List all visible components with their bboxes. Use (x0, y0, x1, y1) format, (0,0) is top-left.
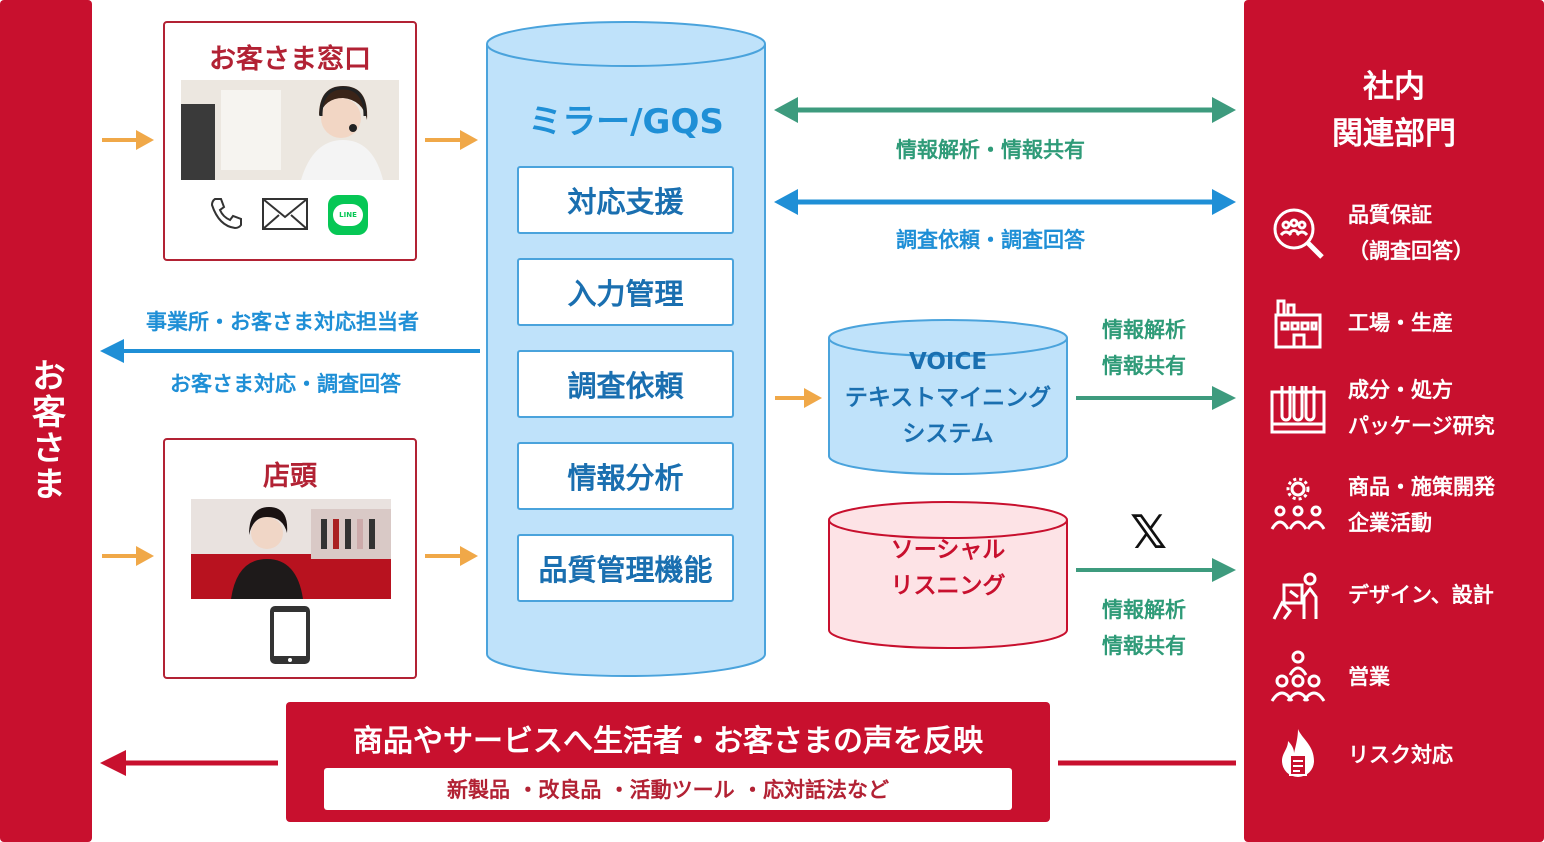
line-icon-label: LINE (333, 204, 363, 226)
function-investigation: 調査依頼 (517, 350, 734, 418)
top-arrow-label: 情報解析・情報共有 (896, 138, 1085, 162)
dept-label: リスク対応 (1348, 743, 1453, 767)
gear-people-icon (1268, 475, 1328, 535)
voice-arrow-label-1: 情報解析 (1102, 318, 1186, 342)
voice-arrow-label-2: 情報共有 (1102, 354, 1186, 378)
tablet-icon (268, 604, 312, 670)
dept-sales: 営業 (1268, 642, 1538, 712)
team-icon (1268, 647, 1328, 707)
line-icon: LINE (328, 195, 368, 235)
banner-subtitle: 新製品 ・改良品 ・活動ツール ・応対話法など (324, 768, 1012, 810)
voice-line3: システム (902, 421, 994, 447)
green-double-arrow (774, 97, 1236, 123)
voice-label: VOICE テキストマイニング システム (829, 344, 1067, 452)
departments-title-line1: 社内 (1363, 69, 1425, 105)
departments-title: 社内 関連部門 (1244, 64, 1544, 158)
dept-label: 工場・生産 (1348, 311, 1453, 335)
fire-document-icon (1268, 725, 1328, 785)
banner-title: 商品やサービスへ生活者・お客さまの声を反映 (353, 724, 983, 759)
dept-label: 商品・施策開発 企業活動 (1348, 475, 1495, 535)
dept-product-dev: 商品・施策開発 企業活動 (1268, 470, 1538, 540)
social-cylinder (828, 501, 1068, 649)
orange-arrow (425, 130, 478, 150)
orange-arrow (425, 546, 478, 566)
departments-title-line2: 関連部門 (1332, 116, 1456, 152)
left-bottom-label: お客さま対応・調査回答 (170, 372, 401, 396)
dept-formulation: 成分・処方 パッケージ研究 (1268, 373, 1538, 443)
second-arrow-label: 調査依頼・調査回答 (896, 228, 1085, 252)
function-quality: 品質管理機能 (517, 534, 734, 602)
customer-bar: お客さま (0, 0, 92, 842)
mail-icon (261, 197, 309, 235)
dept-risk: リスク対応 (1268, 720, 1538, 790)
voice-cylinder (828, 319, 1068, 475)
storefront-title: 店頭 (263, 461, 317, 492)
left-top-label: 事業所・お客さま対応担当者 (146, 310, 419, 334)
departments-panel: 社内 関連部門 品質保証 （調査回答） 工場・生産 (1244, 0, 1544, 842)
phone-icon (207, 195, 243, 235)
dept-quality-assurance: 品質保証 （調査回答） (1268, 198, 1538, 268)
factory-icon (1268, 293, 1328, 353)
orange-arrow (775, 388, 822, 408)
blue-double-arrow (774, 189, 1236, 215)
green-right-arrow (1076, 386, 1236, 410)
designer-icon (1268, 565, 1328, 625)
social-arrow-label-1: 情報解析 (1102, 598, 1186, 622)
orange-arrow (102, 130, 154, 150)
dept-label: 成分・処方 パッケージ研究 (1348, 378, 1495, 438)
service-desk-photo (181, 80, 399, 180)
dept-factory: 工場・生産 (1268, 288, 1538, 358)
feedback-banner: 商品やサービスへ生活者・お客さまの声を反映 新製品 ・改良品 ・活動ツール ・応… (286, 702, 1050, 822)
blue-left-arrow (100, 339, 480, 363)
orange-arrow (102, 546, 154, 566)
customer-label: お客さま (25, 358, 66, 502)
social-label: ソーシャル リスニング (829, 532, 1067, 604)
voice-line1: VOICE (908, 349, 988, 375)
red-return-arrow (100, 750, 1236, 776)
dept-label: デザイン、設計 (1348, 583, 1494, 607)
dept-label: 営業 (1348, 665, 1390, 689)
dept-label: 品質保証 （調査回答） (1348, 203, 1474, 263)
service-desk-box: お客さま窓口 LINE (163, 21, 417, 261)
voice-line2: テキストマイニング (844, 385, 1052, 411)
mirror-title: ミラー/GQS (528, 102, 724, 142)
storefront-box: 店頭 (163, 438, 417, 679)
function-analysis: 情報分析 (517, 442, 734, 510)
test-tubes-icon (1268, 378, 1328, 438)
social-line1: ソーシャル (890, 537, 1006, 563)
function-support: 対応支援 (517, 166, 734, 234)
x-logo-icon: 𝕏 (1130, 505, 1168, 559)
social-line2: リスニング (890, 573, 1006, 599)
service-desk-title: お客さま窓口 (209, 44, 371, 75)
dept-design: デザイン、設計 (1268, 560, 1538, 630)
storefront-photo (191, 499, 391, 599)
function-input: 入力管理 (517, 258, 734, 326)
magnifier-people-icon (1268, 203, 1328, 263)
social-arrow-label-2: 情報共有 (1102, 634, 1186, 658)
green-right-arrow (1076, 558, 1236, 582)
